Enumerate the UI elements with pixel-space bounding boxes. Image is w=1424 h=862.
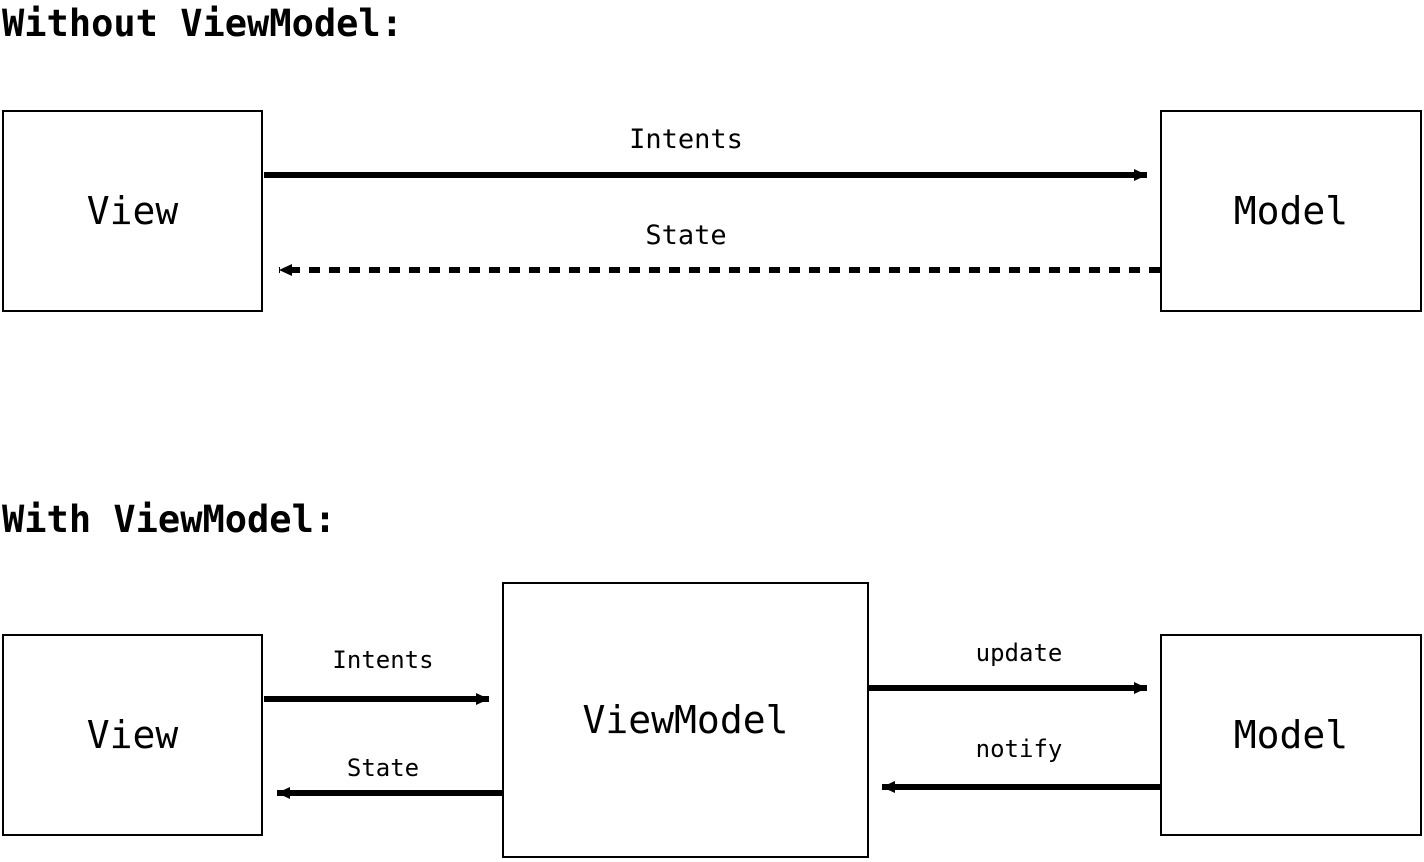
edge-label-notify: notify	[975, 735, 1063, 763]
edge-label-state-bottom: State	[346, 754, 420, 782]
edge-label-update: update	[975, 639, 1063, 667]
section-title-without-viewmodel: Without ViewModel:	[2, 2, 403, 45]
node-model-bottom-label: Model	[1233, 713, 1349, 757]
edge-label-state-top: State	[645, 220, 727, 251]
node-view-bottom[interactable]: View	[2, 634, 263, 836]
node-viewmodel-label: ViewModel	[582, 698, 789, 742]
section-title-with-viewmodel: With ViewModel:	[2, 498, 337, 541]
node-model-top-label: Model	[1233, 189, 1349, 233]
edge-label-intents-bottom: Intents	[332, 646, 434, 674]
node-model-top[interactable]: Model	[1160, 110, 1422, 312]
node-model-bottom[interactable]: Model	[1160, 634, 1422, 836]
edge-label-intents-top: Intents	[629, 124, 743, 155]
node-view-top[interactable]: View	[2, 110, 263, 312]
node-viewmodel[interactable]: ViewModel	[502, 582, 869, 858]
node-view-bottom-label: View	[86, 713, 179, 757]
node-view-top-label: View	[86, 189, 179, 233]
